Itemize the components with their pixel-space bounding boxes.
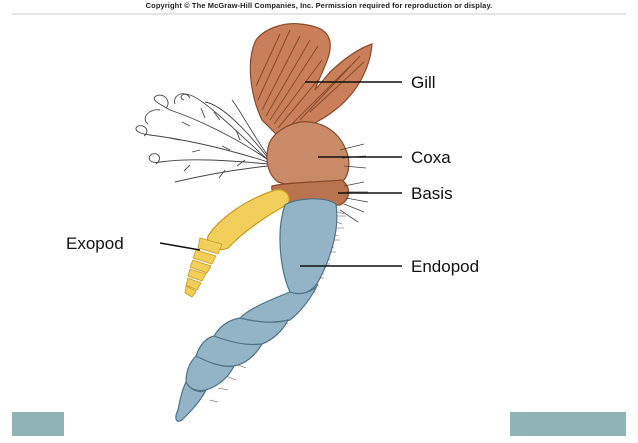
leader-lines	[159, 81, 402, 267]
exopod-leader-line	[159, 242, 201, 251]
exopod-flagellum	[184, 237, 223, 298]
label-endopod: Endopod	[411, 257, 480, 276]
corner-block-left	[12, 412, 64, 436]
header-rule	[12, 13, 626, 15]
gill-striations	[255, 29, 365, 129]
corner-block-right	[510, 412, 626, 436]
label-coxa: Coxa	[411, 148, 451, 167]
copyright-notice: Copyright © The McGraw-Hill Companies, I…	[145, 1, 493, 10]
endopod	[175, 198, 346, 422]
coxa	[266, 121, 350, 189]
label-gill: Gill	[411, 73, 436, 92]
exopod	[184, 189, 290, 298]
label-exopod: Exopod	[66, 234, 124, 253]
setae	[135, 93, 269, 183]
label-basis: Basis	[411, 184, 453, 203]
